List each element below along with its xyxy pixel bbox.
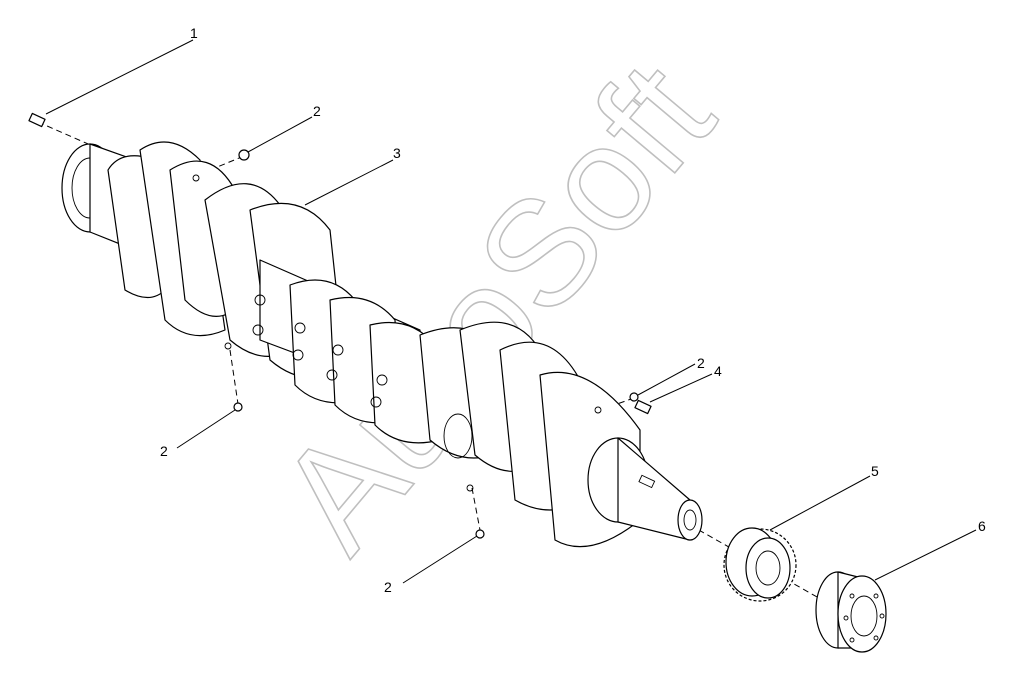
leader-2a: [247, 116, 313, 153]
plug-part-a: [238, 149, 250, 161]
callout-2-right: 2: [697, 355, 705, 371]
leader-1: [45, 39, 194, 115]
leader-6: [874, 529, 977, 581]
callout-2-top: 2: [313, 103, 321, 119]
callout-5: 5: [871, 463, 879, 479]
key-part: [634, 399, 652, 415]
leader-3: [304, 159, 394, 206]
callout-6: 6: [978, 518, 986, 534]
plug-axis-b: [229, 349, 239, 405]
assembly-axis-rear: [689, 524, 841, 611]
leader-4: [649, 373, 713, 403]
plug-part-b: [233, 402, 243, 412]
callout-2-bottom: 2: [384, 579, 392, 595]
callout-2-left: 2: [160, 443, 168, 459]
gear-part: [723, 527, 797, 602]
plug-axis-c: [471, 487, 481, 531]
crankshaft-part: [61, 141, 703, 548]
plug-axis-d: [599, 397, 635, 411]
dowel-pin-part: [28, 112, 46, 128]
plug-part-c: [475, 529, 485, 539]
callout-1: 1: [190, 25, 198, 41]
plug-part-d: [629, 392, 639, 402]
flange-part: [815, 571, 887, 653]
plug-axis-a: [209, 155, 245, 171]
leader-2d: [402, 535, 478, 584]
callout-3: 3: [393, 145, 401, 161]
callout-4: 4: [714, 363, 722, 379]
leader-2b: [176, 409, 236, 449]
leader-2c: [637, 363, 696, 396]
leader-5: [769, 475, 871, 531]
